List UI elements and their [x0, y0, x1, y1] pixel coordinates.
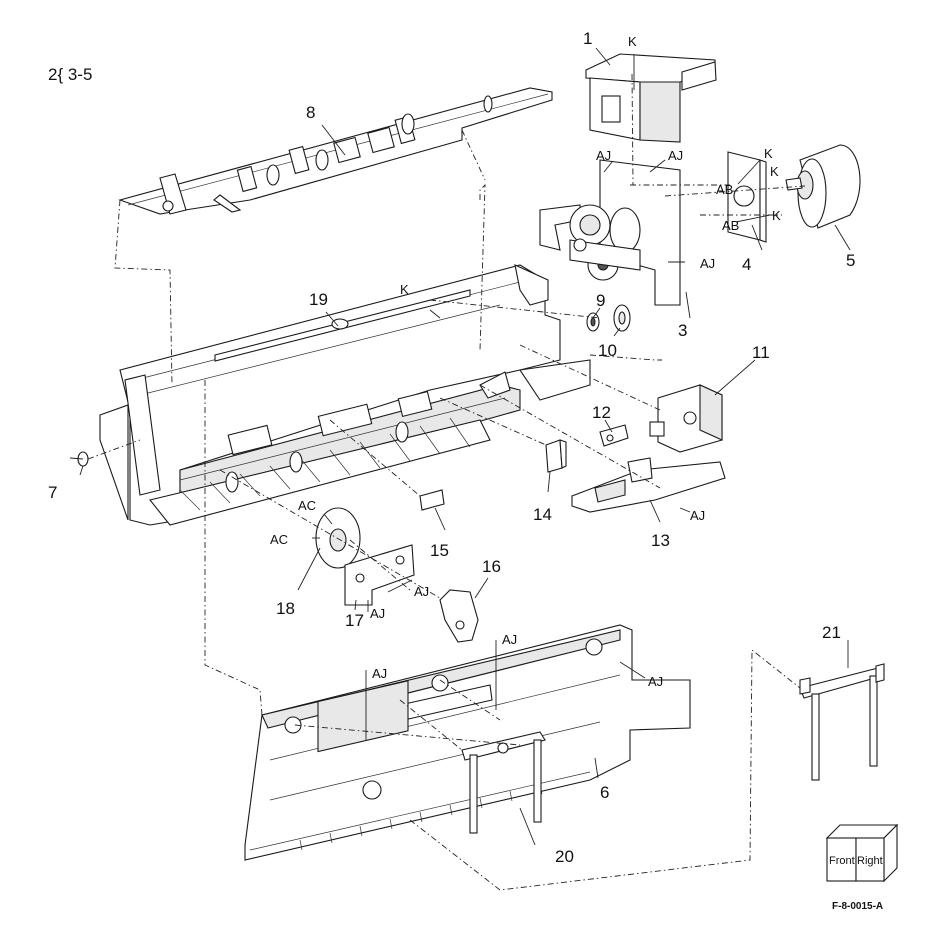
ref-ac-1: AC [298, 498, 316, 513]
part-8-roller-assembly [118, 87, 553, 215]
ref-aj-5: AJ [414, 584, 429, 599]
ref-ab-1: AB [716, 182, 733, 197]
part-19-shaft [214, 289, 471, 362]
ref-aj-9: AJ [648, 674, 663, 689]
callout-8: 8 [306, 103, 315, 122]
part-14-actuator [545, 439, 567, 473]
part-5-motor [785, 144, 861, 229]
part-15-block [419, 489, 445, 511]
part-12-link [599, 424, 629, 447]
part-11-solenoid [649, 384, 723, 453]
part-4-motor-plate [727, 151, 767, 243]
ref-aj-3: AJ [700, 256, 715, 271]
callout-numbers: 1 3 4 5 6 7 8 9 10 11 12 13 14 15 16 17 … [48, 29, 855, 866]
callout-12: 12 [592, 403, 611, 422]
part-1-bracket [585, 53, 717, 143]
callout-1: 1 [583, 29, 592, 48]
ref-k-4: K [772, 208, 781, 223]
main-frame [99, 264, 591, 526]
ref-k-1: K [628, 34, 637, 49]
callout-20: 20 [555, 847, 574, 866]
callout-13: 13 [651, 531, 670, 550]
part-21-guide [799, 663, 885, 781]
reference-marks: K AJ AJ K K AB AB K AJ K AJ AC AC AJ AJ … [270, 34, 781, 689]
ref-aj-4: AJ [690, 508, 705, 523]
ref-k-2: K [764, 146, 773, 161]
ref-ab-2: AB [722, 218, 739, 233]
callout-7: 7 [48, 483, 57, 502]
callout-4: 4 [742, 255, 751, 274]
section-reference: 2{ 3-5 [48, 65, 92, 84]
callout-18: 18 [276, 599, 295, 618]
callout-14: 14 [533, 505, 552, 524]
ref-aj-6: AJ [370, 606, 385, 621]
callout-16: 16 [482, 557, 501, 576]
part-9-gear [586, 312, 600, 332]
callout-15: 15 [430, 541, 449, 560]
part-7-screw [69, 451, 89, 467]
callout-6: 6 [600, 783, 609, 802]
callout-21: 21 [822, 623, 841, 642]
callout-17: 17 [345, 611, 364, 630]
orientation-front-label: Front [829, 855, 855, 867]
ref-k-5: K [400, 282, 409, 297]
ref-aj-7: AJ [502, 632, 517, 647]
callout-10: 10 [598, 341, 617, 360]
part-17-bracket [344, 544, 415, 606]
vent-grille [317, 680, 409, 753]
orientation-cube: Front Right [825, 823, 899, 883]
callout-11: 11 [752, 343, 770, 362]
part-10-gear [613, 304, 631, 332]
ref-ac-2: AC [270, 532, 288, 547]
callout-9: 9 [596, 291, 605, 310]
callout-5: 5 [846, 251, 855, 270]
callout-19: 19 [309, 290, 328, 309]
part-20-guide [461, 731, 546, 834]
part-6-lower-cover [244, 624, 691, 861]
orientation-right-label: Right [857, 855, 883, 867]
part-16-lever [439, 589, 479, 643]
ref-aj-8: AJ [372, 666, 387, 681]
callout-3: 3 [678, 321, 687, 340]
part-18-motor [315, 507, 361, 569]
part-3-gear-plate [539, 159, 681, 306]
ref-k-3: K [770, 164, 779, 179]
leader-lines [79, 47, 851, 846]
ref-aj-2: AJ [668, 148, 683, 163]
part-13-sensor-bracket [571, 457, 726, 513]
assembly-lines [87, 73, 806, 891]
figure-id: F-8-0015-A [832, 901, 883, 912]
ref-aj-1: AJ [596, 148, 611, 163]
